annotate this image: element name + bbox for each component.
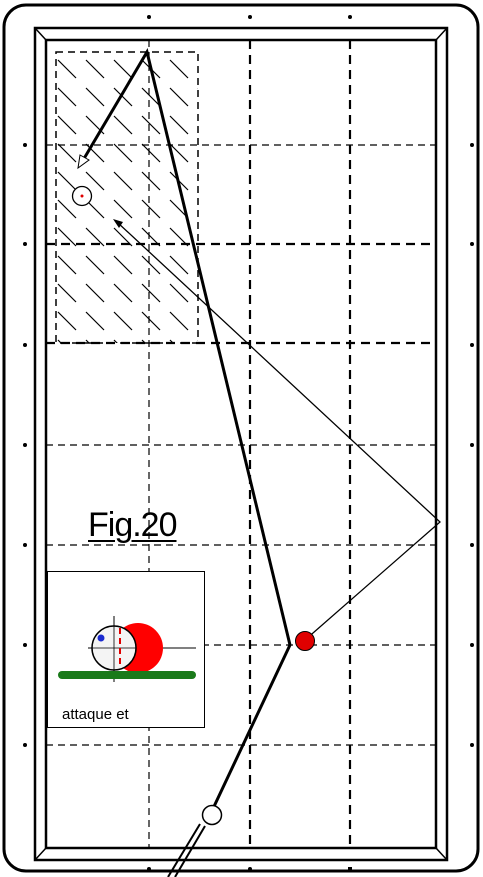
- cushion-outer: [33, 26, 449, 862]
- object-ball-path: [116, 221, 441, 641]
- object-ball-arrowhead: [113, 219, 123, 228]
- diamonds: [23, 15, 474, 871]
- effect-dot: [97, 634, 105, 642]
- cushion-inner: [44, 38, 438, 850]
- figure-label: Fig.20: [88, 506, 177, 544]
- cue-ball: [201, 804, 223, 826]
- object-ball: [295, 631, 315, 651]
- cue-stick: [167, 823, 206, 877]
- reference-grid-bold: [46, 40, 436, 848]
- cue-ball-path: [80, 48, 292, 816]
- inset-caption: attaque et: [62, 706, 129, 723]
- cue-ball-arrowhead: [77, 154, 90, 170]
- stroke-effect-inset: attaque et: [47, 571, 205, 728]
- inset-cloth-line: [58, 671, 196, 679]
- outer-rail: [2, 3, 480, 873]
